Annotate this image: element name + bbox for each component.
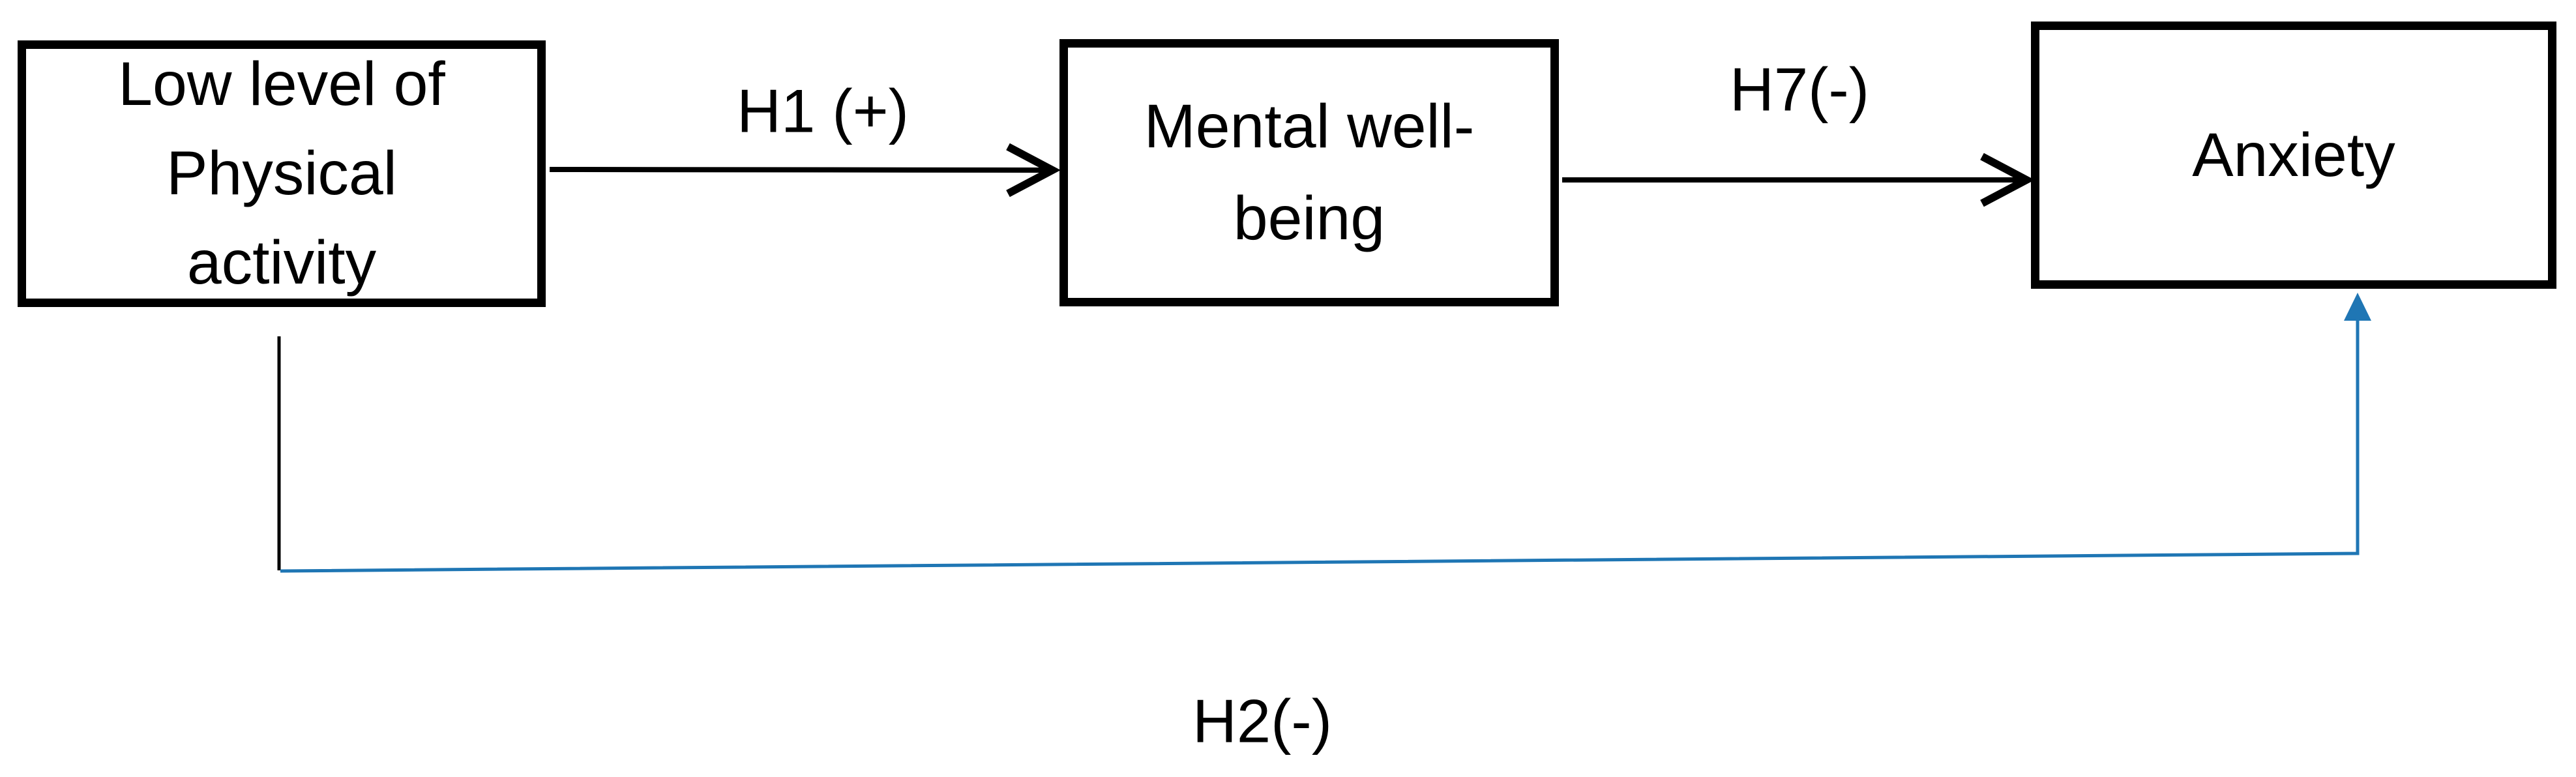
- box-mental-well-being-line2: being: [1233, 184, 1385, 253]
- box-anxiety: Anxiety: [2031, 22, 2556, 289]
- h7-label: H7(-): [1729, 55, 1870, 124]
- box-low-physical-activity-line3: activity: [186, 228, 377, 297]
- h1-arrow-shaft: [549, 167, 1048, 173]
- h2-label: H2(-): [1192, 686, 1333, 755]
- box-mental-well-being: Mental well- being: [1059, 39, 1559, 306]
- h2-elbow-line: [280, 317, 2360, 573]
- box-low-physical-activity: Low level of Physical activity: [18, 40, 546, 307]
- box-anxiety-line1: Anxiety: [2192, 120, 2395, 190]
- h7-arrowhead: [1980, 153, 2035, 207]
- h1-arrowhead: [1006, 143, 1061, 198]
- h2-arrowhead: [2344, 293, 2371, 321]
- box-low-physical-activity-line2: Physical: [166, 139, 397, 208]
- box-mental-well-being-line1: Mental well-: [1144, 92, 1475, 161]
- h1-label: H1 (+): [737, 76, 909, 145]
- box-low-physical-activity-line1: Low level of: [118, 50, 445, 119]
